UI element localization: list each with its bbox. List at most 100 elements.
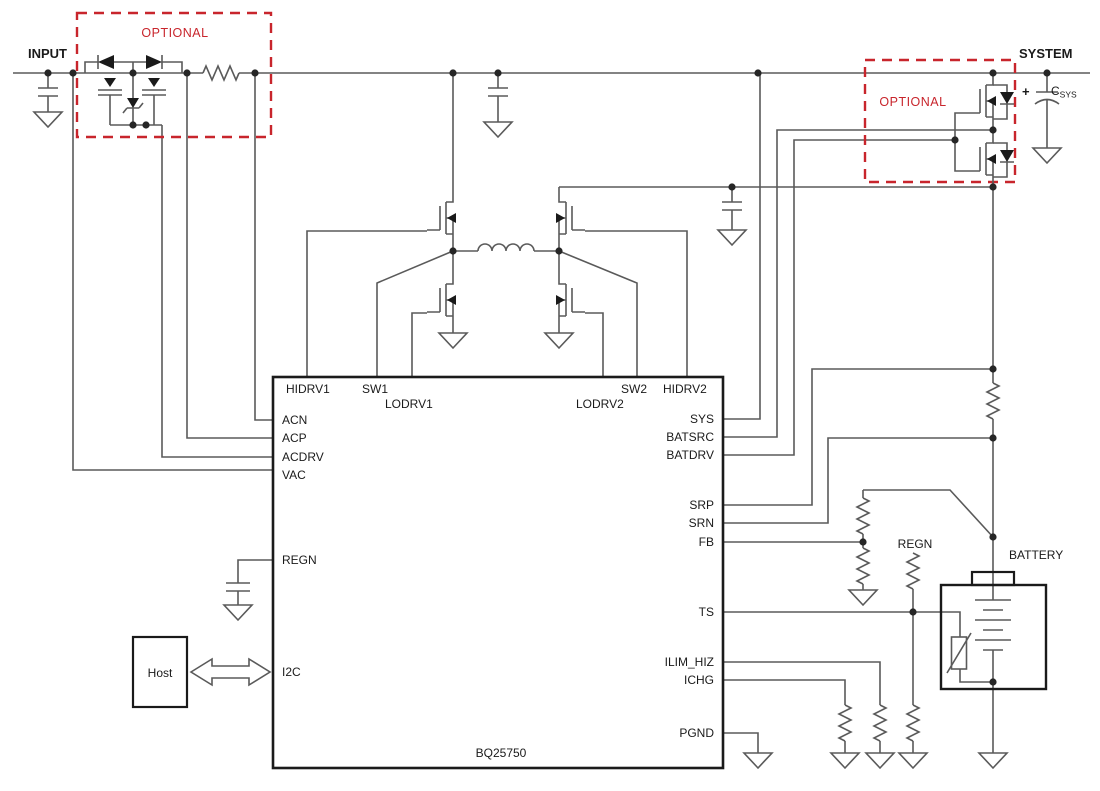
ic-chip: HIDRV1 SW1 LODRV1 LODRV2 SW2 HIDRV2 ACN … <box>271 375 725 770</box>
pin-label-batdrv: BATDRV <box>666 448 714 462</box>
pin-label-ichg: ICHG <box>684 673 714 687</box>
batfet-bottom-icon <box>966 128 997 190</box>
pin-label-i2c: I2C <box>282 665 301 679</box>
battery-cells-icon <box>975 599 1011 651</box>
pvin-capacitor <box>488 87 508 97</box>
body-diode-icon <box>1000 150 1014 162</box>
csys-label: CSYS <box>1051 84 1077 100</box>
ic-part-number: BQ25750 <box>476 746 527 760</box>
ls-fet-2-icon <box>555 269 586 331</box>
hs-fet-2-icon <box>555 187 586 249</box>
host-box <box>131 635 189 709</box>
thermistor-body <box>950 636 968 670</box>
input-sense-wires <box>72 73 272 471</box>
pin-label-ilim-hiz: ILIM_HIZ <box>665 655 714 669</box>
pin-label-hidrv2: HIDRV2 <box>663 382 707 396</box>
body-diode-icon <box>1000 92 1014 104</box>
regn-net-label: REGN <box>898 537 933 551</box>
ilim-resistor <box>872 704 888 742</box>
bridge-right-wires <box>558 186 993 376</box>
junction-dots <box>44 69 1051 686</box>
ichg-resistor <box>837 704 853 742</box>
hs-fet-1-icon <box>426 187 457 249</box>
regn-pullup-resistor <box>905 552 921 590</box>
buck-boost-bridge <box>426 187 586 331</box>
pin-label-sw2: SW2 <box>621 382 647 396</box>
optional-left-label: OPTIONAL <box>141 26 208 40</box>
pin-label-acdrv: ACDRV <box>282 450 324 464</box>
battery-terminal-cap <box>970 570 1016 587</box>
pin-label-pgnd: PGND <box>679 726 714 740</box>
optional-input-fets <box>75 11 273 139</box>
sys-batfet-wires <box>724 73 993 456</box>
csys-capacitor <box>1034 91 1060 105</box>
ls-fet-1-icon <box>426 269 457 331</box>
ground-icon <box>898 752 928 769</box>
system-label: SYSTEM <box>1019 46 1072 61</box>
ilim-ichg-pgnd-wires <box>724 661 881 753</box>
optional-left-box <box>75 11 273 139</box>
body-diode-icon <box>98 55 114 69</box>
fb-resistor-bottom <box>855 547 871 585</box>
optional-right-box <box>863 58 1017 184</box>
ground-icon <box>865 752 895 769</box>
fet-arrow-icon <box>148 78 160 87</box>
ground-icon <box>830 752 860 769</box>
ts-bottom-resistor <box>905 704 921 742</box>
input-label: INPUT <box>28 46 67 61</box>
bridge-left-wires <box>306 73 559 376</box>
ground-icon <box>743 752 773 769</box>
host-label: Host <box>148 666 173 680</box>
capacitor-leads <box>47 73 1048 605</box>
pin-label-vac: VAC <box>282 468 306 482</box>
ground-icon <box>33 111 63 128</box>
batfet-top-icon <box>966 70 997 132</box>
ic-body <box>271 375 725 770</box>
optional-battery-fets <box>863 58 1017 190</box>
ground-icon <box>544 332 574 349</box>
wires <box>13 72 1090 753</box>
optional-right-label: OPTIONAL <box>879 95 946 109</box>
input-capacitor <box>38 87 58 97</box>
pin-label-sys: SYS <box>690 412 714 426</box>
pin-label-ts: TS <box>699 605 714 619</box>
ts-regn-wires <box>724 589 993 753</box>
inductor <box>477 243 535 252</box>
fet-arrow-icon <box>104 78 116 87</box>
ground-icon <box>978 752 1008 769</box>
ground-icon <box>483 121 513 138</box>
ground-icon <box>848 589 878 606</box>
pin-label-acn: ACN <box>282 413 307 427</box>
input-sense-resistor <box>202 63 240 83</box>
battery-block <box>939 570 1048 691</box>
pin-label-srp: SRP <box>689 498 714 512</box>
i2c-arrow-icon <box>189 657 272 687</box>
bat-rail-capacitor <box>722 201 742 211</box>
ground-icon <box>1032 147 1062 164</box>
pin-label-srn: SRN <box>689 516 714 530</box>
acfet-symbol-wires <box>84 55 183 125</box>
ground-icon <box>438 332 468 349</box>
battery-label: BATTERY <box>1009 548 1063 562</box>
thermistor-diagonal <box>946 632 972 674</box>
body-diode-icon <box>146 55 162 69</box>
csys-plus-sign: + <box>1022 84 1030 99</box>
components <box>33 63 1062 769</box>
ground-icon <box>717 229 747 246</box>
sense-fb-wires <box>724 368 993 543</box>
pin-label-fb: FB <box>699 535 714 549</box>
pin-label-acp: ACP <box>282 431 307 445</box>
ground-icon <box>223 604 253 621</box>
pin-label-sw1: SW1 <box>362 382 388 396</box>
host-block: Host <box>131 635 272 709</box>
battery-sense-resistor <box>985 382 1001 420</box>
pin-label-regn: REGN <box>282 553 317 567</box>
pin-label-hidrv1: HIDRV1 <box>286 382 330 396</box>
pin-label-lodrv2: LODRV2 <box>576 397 624 411</box>
net-labels: INPUT SYSTEM OPTIONAL OPTIONAL BATTERY R… <box>28 26 1077 562</box>
fb-resistor-top <box>855 497 871 535</box>
regn-capacitor <box>226 582 250 592</box>
pin-label-batsrc: BATSRC <box>666 430 714 444</box>
